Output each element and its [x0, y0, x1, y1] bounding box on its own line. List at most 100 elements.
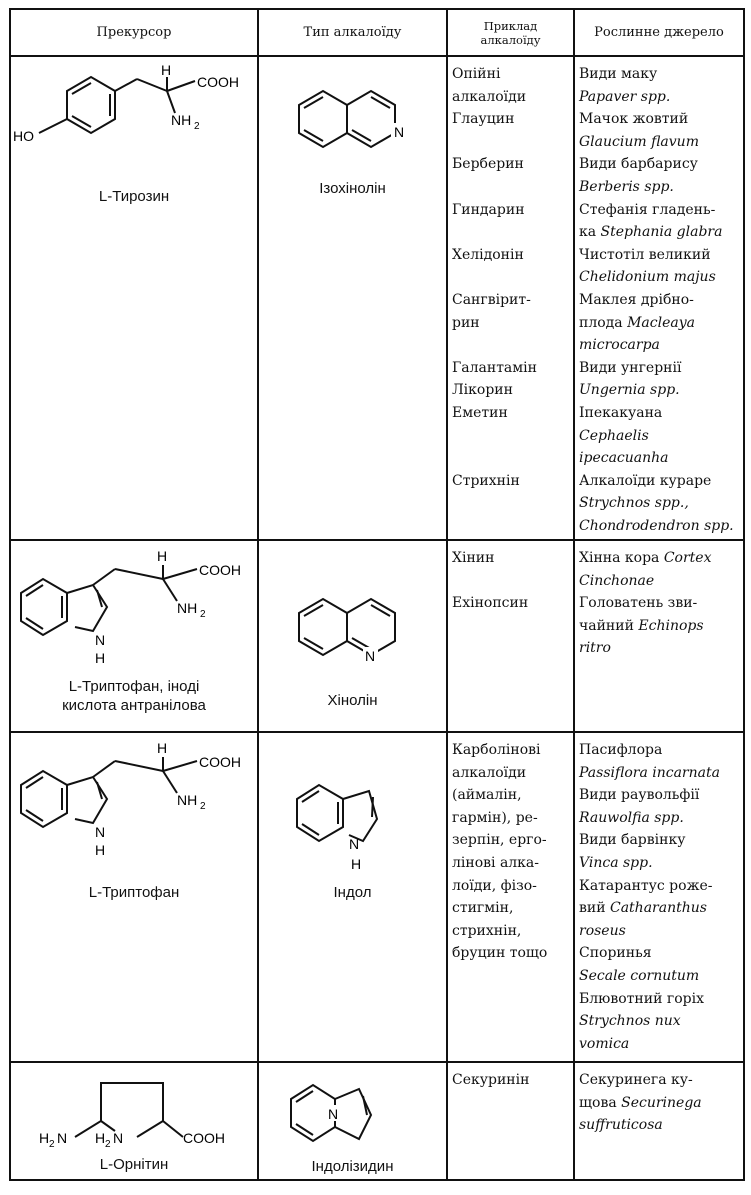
source-line: Споринья [579, 942, 740, 965]
precursor-cell: H COOH NH 2 HO L-Тирозин [9, 55, 259, 541]
svg-text:2: 2 [49, 1139, 55, 1150]
example-line [452, 221, 570, 244]
precursor-name: L-Триптофан [88, 884, 180, 901]
source-line: Vinca spp. [579, 852, 740, 875]
type-cell: N Хінолін [257, 539, 448, 733]
source-line: Chondrodendron spp. [579, 515, 740, 538]
svg-text:H: H [95, 842, 105, 858]
svg-text:H: H [39, 1130, 49, 1146]
ornithine-structure: H 2 N H 2 N COOH [39, 1082, 225, 1150]
svg-text:H: H [95, 650, 105, 666]
source-common-name: щова [579, 1094, 622, 1111]
source-line: чайний Echinops [579, 615, 740, 638]
source-latin-name: Strychnos spp., [579, 495, 689, 512]
source-line: ка Stephania glabra [579, 221, 740, 244]
svg-text:N: N [349, 836, 359, 852]
source-latin-name: microcarpa [579, 337, 660, 354]
example-line [452, 176, 570, 199]
source-common-name: Іпекакуана [579, 404, 663, 421]
source-line: Секуринега ку- [579, 1069, 740, 1092]
source-line: Cinchonae [579, 570, 740, 593]
svg-text:2: 2 [200, 801, 206, 812]
source-latin-name: Strychnos nux [579, 1013, 681, 1030]
source-line: Види барвінку [579, 829, 740, 852]
example-cell: Хінин Ехінопсин [446, 539, 575, 733]
svg-text:COOH: COOH [183, 1130, 225, 1146]
source-latin-name: Chelidonium majus [579, 269, 716, 286]
source-common-name: Хінна кора [579, 550, 664, 566]
source-latin-name: Echinops [638, 617, 704, 634]
source-common-name: Види унгернії [579, 359, 682, 376]
source-line: вий Catharanthus [579, 897, 740, 920]
svg-text:N: N [328, 1106, 338, 1122]
alkaloid-type-name: Ізохінолін [319, 180, 386, 197]
header-precursor: Прекурсор [9, 8, 259, 57]
header-example: Приклад алкалоїду [446, 8, 575, 57]
svg-text:H: H [95, 1130, 105, 1146]
source-line: Cephaelis [579, 425, 740, 448]
example-line: Еметин [452, 404, 508, 421]
example-line: гармін), ре- [452, 809, 538, 826]
header-alkaloid-type: Тип алкалоїду [257, 8, 448, 57]
svg-text:2: 2 [200, 609, 206, 620]
source-common-name: вий [579, 900, 610, 917]
tyrosine-ho: HO [13, 128, 34, 144]
source-latin-name: Stephania glabra [600, 224, 723, 241]
precursor-name: L-Орнітин [99, 1156, 169, 1173]
table-row: N H H COOH NH 2 L-Триптофан, іноді кисло… [9, 539, 745, 733]
svg-text:N: N [95, 632, 105, 648]
example-line [452, 334, 570, 357]
source-latin-name: Secale cornutum [579, 967, 700, 984]
tyrosine-cooh: COOH [197, 74, 239, 90]
example-line: (аймалін, [452, 787, 522, 804]
header-plant-source: Рослинне джерело [573, 8, 745, 57]
source-common-name: Маклея дрібно- [579, 291, 694, 308]
example-line: Галантамін [452, 359, 537, 376]
header-example-line2: алкалоїду [480, 32, 541, 47]
indolizidine-structure: N [290, 1083, 373, 1143]
svg-text:NH: NH [177, 600, 197, 616]
alkaloid-type-name: Індол [333, 884, 372, 901]
type-cell: N Ізохінолін [257, 55, 448, 541]
source-line: Головатень зви- [579, 592, 740, 615]
tryptophan-structure: N H H COOH NH 2 [20, 548, 241, 666]
precursor-name-line1: L-Триптофан, іноді [68, 678, 200, 695]
source-common-name: Мачок жовтий [579, 111, 689, 128]
source-latin-name: Securinega [621, 1094, 702, 1111]
source-latin-name: Macleaya [627, 314, 695, 331]
header-example-line1: Приклад [483, 18, 538, 33]
source-line: плода Macleaya [579, 312, 740, 335]
example-line [452, 266, 570, 289]
source-latin-name: ipecacuanha [579, 450, 669, 467]
svg-text:2: 2 [105, 1139, 111, 1150]
source-line: Strychnos nux [579, 1010, 740, 1033]
source-latin-name: Vinca spp. [579, 854, 653, 871]
source-latin-name: Glaucium flavum [579, 133, 699, 150]
example-cell: Опійні алкалоїди Глауцин Берберин Гиндар… [446, 55, 575, 541]
alkaloid-type-name: Хінолін [327, 692, 378, 709]
source-common-name: Секуринега ку- [579, 1072, 693, 1088]
source-common-name: Чистотіл великий [579, 246, 711, 263]
example-line: Сангвірит- [452, 291, 531, 308]
quinoline-structure: N [298, 597, 396, 664]
svg-text:NH: NH [177, 792, 197, 808]
source-common-name: Алкалоїди кураре [579, 472, 712, 489]
svg-text:N: N [113, 1130, 123, 1146]
example-line: Хінин [452, 550, 495, 566]
source-line: roseus [579, 920, 740, 943]
example-line: зерпін, ерго- [452, 832, 547, 849]
source-common-name: Головатень зви- [579, 595, 698, 612]
precursor-cell: H 2 N H 2 N COOH L-Орнітин [9, 1061, 259, 1181]
source-line: Пасифлора [579, 739, 740, 762]
example-line: Стрихнін [452, 472, 520, 489]
source-line: Маклея дрібно- [579, 289, 740, 312]
precursor-cell: N H H COOH NH 2 L-Триптофан [9, 731, 259, 1063]
example-line [452, 425, 570, 448]
source-latin-name: vomica [579, 1035, 630, 1052]
source-latin-name: roseus [579, 922, 626, 939]
source-latin-name: ritro [579, 640, 611, 657]
example-line: Лікорин [452, 382, 513, 399]
header-row: Прекурсор Тип алкалоїду Приклад алкалоїд… [9, 8, 745, 57]
